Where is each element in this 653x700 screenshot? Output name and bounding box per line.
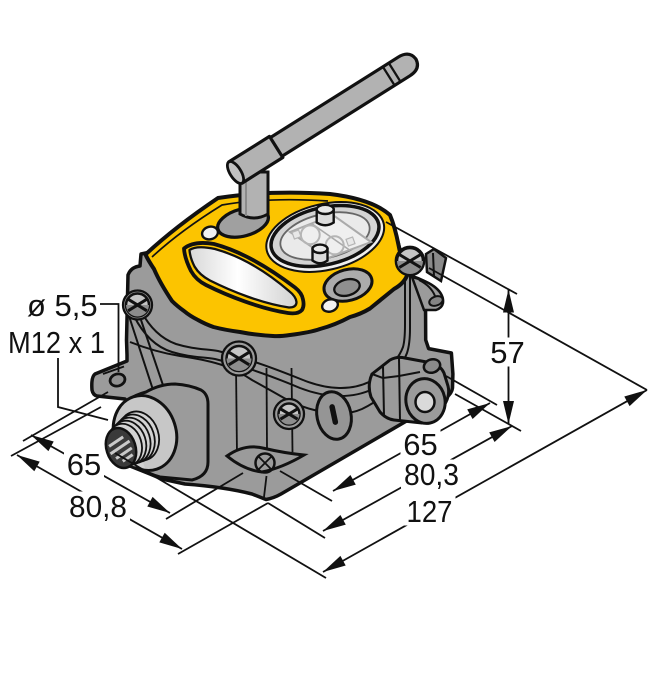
svg-text:127: 127 xyxy=(407,494,453,529)
svg-text:65: 65 xyxy=(67,447,101,482)
svg-text:80,3: 80,3 xyxy=(404,457,459,492)
svg-text:65: 65 xyxy=(403,427,437,462)
svg-text:80,8: 80,8 xyxy=(69,489,127,524)
svg-text:57: 57 xyxy=(490,335,524,370)
svg-text:ø 5,5: ø 5,5 xyxy=(27,288,98,323)
svg-text:M12 x 1: M12 x 1 xyxy=(8,325,105,360)
